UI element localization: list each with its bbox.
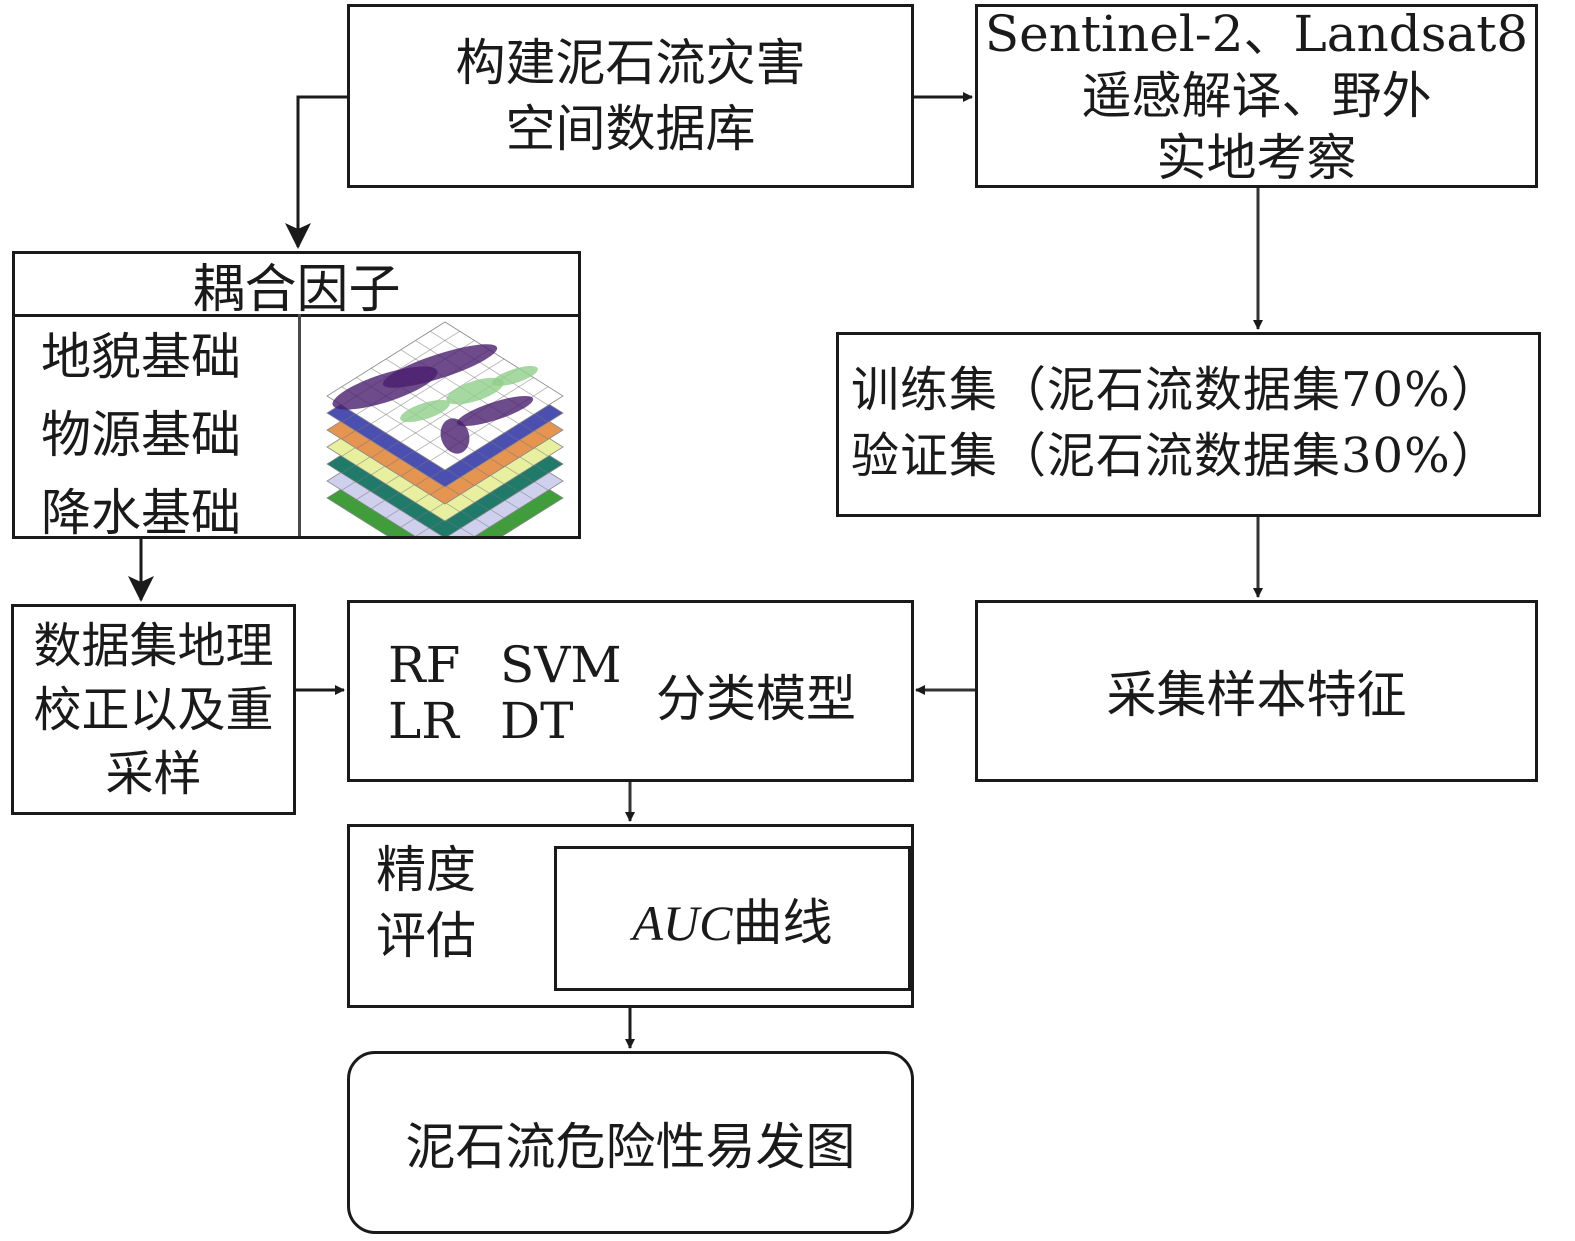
- node-sample-features: 采集样本特征: [975, 600, 1538, 782]
- node-spatial-database-line-1: 构建泥石流灾害: [455, 34, 806, 92]
- factor-item: 降水基础: [41, 484, 241, 542]
- model-svm: SVM: [500, 636, 622, 694]
- coupling-factors-list: 地貌基础 物源基础 降水基础: [41, 318, 241, 552]
- node-spatial-database: 构建泥石流灾害 空间数据库: [347, 4, 914, 188]
- auc-curve-box: AUC曲线: [554, 846, 911, 991]
- node-geo-correction-line-1: 数据集地理: [33, 617, 274, 674]
- factor-item: 地貌基础: [41, 328, 241, 386]
- node-spatial-database-line-2: 空间数据库: [505, 100, 756, 158]
- node-remote-sensing-line-3: 实地考察: [1156, 129, 1357, 187]
- raster-layer: [326, 321, 564, 471]
- validation-set-label: 验证集（泥石流数据集30%）: [851, 428, 1500, 484]
- node-dataset-split: 训练集（泥石流数据集70%） 验证集（泥石流数据集30%）: [836, 332, 1541, 517]
- node-accuracy-evaluation: 精度 评估 AUC曲线: [347, 824, 914, 1008]
- node-remote-sensing-line-1: Sentinel-2、Landsat8: [984, 5, 1529, 63]
- training-set-label: 训练集（泥石流数据集70%）: [851, 362, 1500, 418]
- node-remote-sensing-line-2: 遥感解译、野外: [1081, 67, 1432, 125]
- factor-item: 物源基础: [41, 406, 241, 464]
- node-geo-correction: 数据集地理 校正以及重 采样: [11, 604, 296, 815]
- accuracy-evaluation-label: 精度 评估: [376, 837, 476, 969]
- node-coupling-factors: 耦合因子 地貌基础 物源基础 降水基础: [12, 251, 581, 542]
- coupling-factors-title: 耦合因子: [15, 254, 578, 320]
- node-geo-correction-line-2: 校正以及重: [33, 681, 274, 738]
- auc-curve-label: AUC曲线: [633, 883, 833, 955]
- auc-suffix: 曲线: [732, 893, 833, 952]
- classification-model-title: 分类模型: [656, 670, 856, 728]
- node-remote-sensing: Sentinel-2、Landsat8 遥感解译、野外 实地考察: [975, 4, 1538, 188]
- stacked-raster-layers-icon: [326, 321, 564, 536]
- edge-db-to-coupling-factors: [285, 95, 347, 249]
- accuracy-label-line-2: 评估: [376, 907, 476, 965]
- node-geo-correction-line-3: 采样: [105, 745, 202, 802]
- model-list: RF SVM LR DT: [388, 636, 622, 750]
- coupling-factors-divider: [298, 314, 301, 536]
- model-dt: DT: [500, 692, 574, 750]
- sample-features-label: 采集样本特征: [1106, 666, 1407, 724]
- hazard-map-label: 泥石流危险性易发图: [405, 1117, 856, 1176]
- node-hazard-susceptibility-map: 泥石流危险性易发图: [347, 1051, 914, 1234]
- model-lr: LR: [388, 692, 459, 750]
- node-classification-model: RF SVM LR DT 分类模型: [347, 600, 914, 782]
- accuracy-label-line-1: 精度: [376, 841, 476, 899]
- auc-metric: AUC: [632, 894, 733, 951]
- model-rf: RF: [388, 636, 461, 694]
